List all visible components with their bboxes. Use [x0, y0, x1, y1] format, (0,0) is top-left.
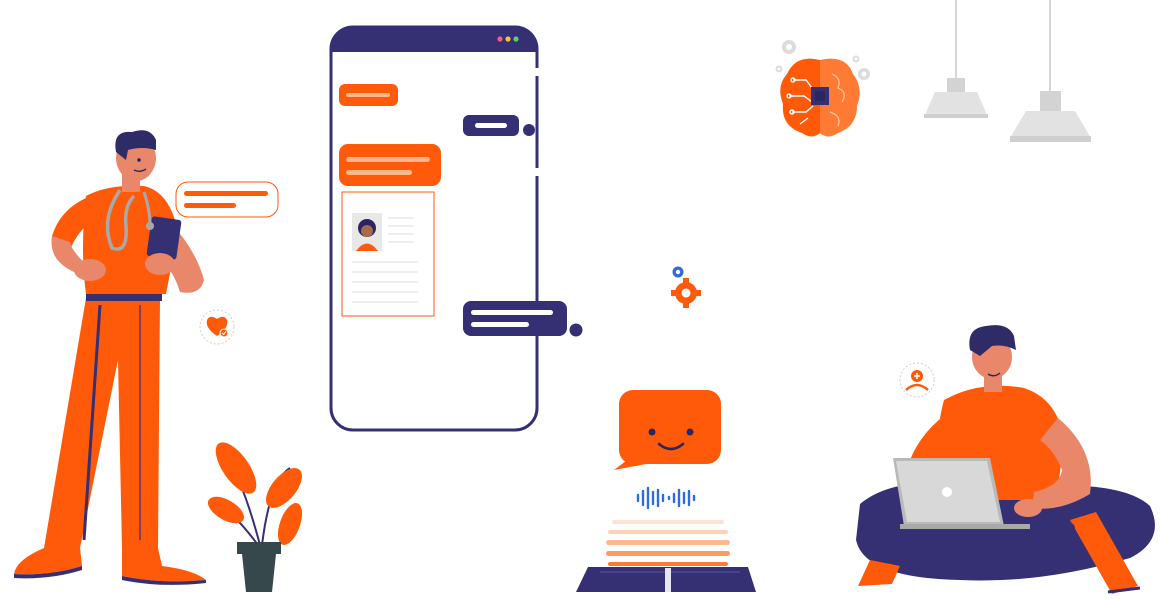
doctor-speech-bubble — [175, 181, 279, 218]
doctor-badge-icon — [899, 362, 935, 398]
ceiling-lamp-icon — [924, 0, 988, 118]
gear-icon — [775, 40, 870, 80]
potted-plant-icon — [207, 442, 303, 592]
laptop-icon — [893, 458, 1030, 529]
window-dot-yellow — [505, 36, 511, 42]
gear-icon — [671, 266, 701, 308]
window-dot-green — [513, 36, 519, 42]
hologram-beam — [606, 520, 730, 566]
hologram-base — [576, 567, 756, 592]
chat-bubble-incoming-large — [339, 144, 441, 186]
stethoscope-icon — [105, 189, 154, 251]
chat-bubble-incoming-small — [339, 84, 398, 106]
phone-mockup — [329, 25, 583, 432]
brain-chip-icon — [780, 58, 860, 137]
heart-check-icon — [199, 309, 235, 345]
ceiling-lamp-icon — [1010, 0, 1091, 142]
man-with-laptop-figure — [856, 325, 1155, 594]
window-dot-red — [497, 36, 503, 42]
chat-bubble-outgoing-small — [463, 115, 535, 136]
doctor-profile-card — [341, 191, 435, 317]
chat-bubble-outgoing-large — [463, 301, 583, 337]
smiley-chat-icon — [614, 390, 721, 470]
doctor-figure — [14, 130, 279, 585]
sound-wave-icon — [636, 486, 696, 510]
